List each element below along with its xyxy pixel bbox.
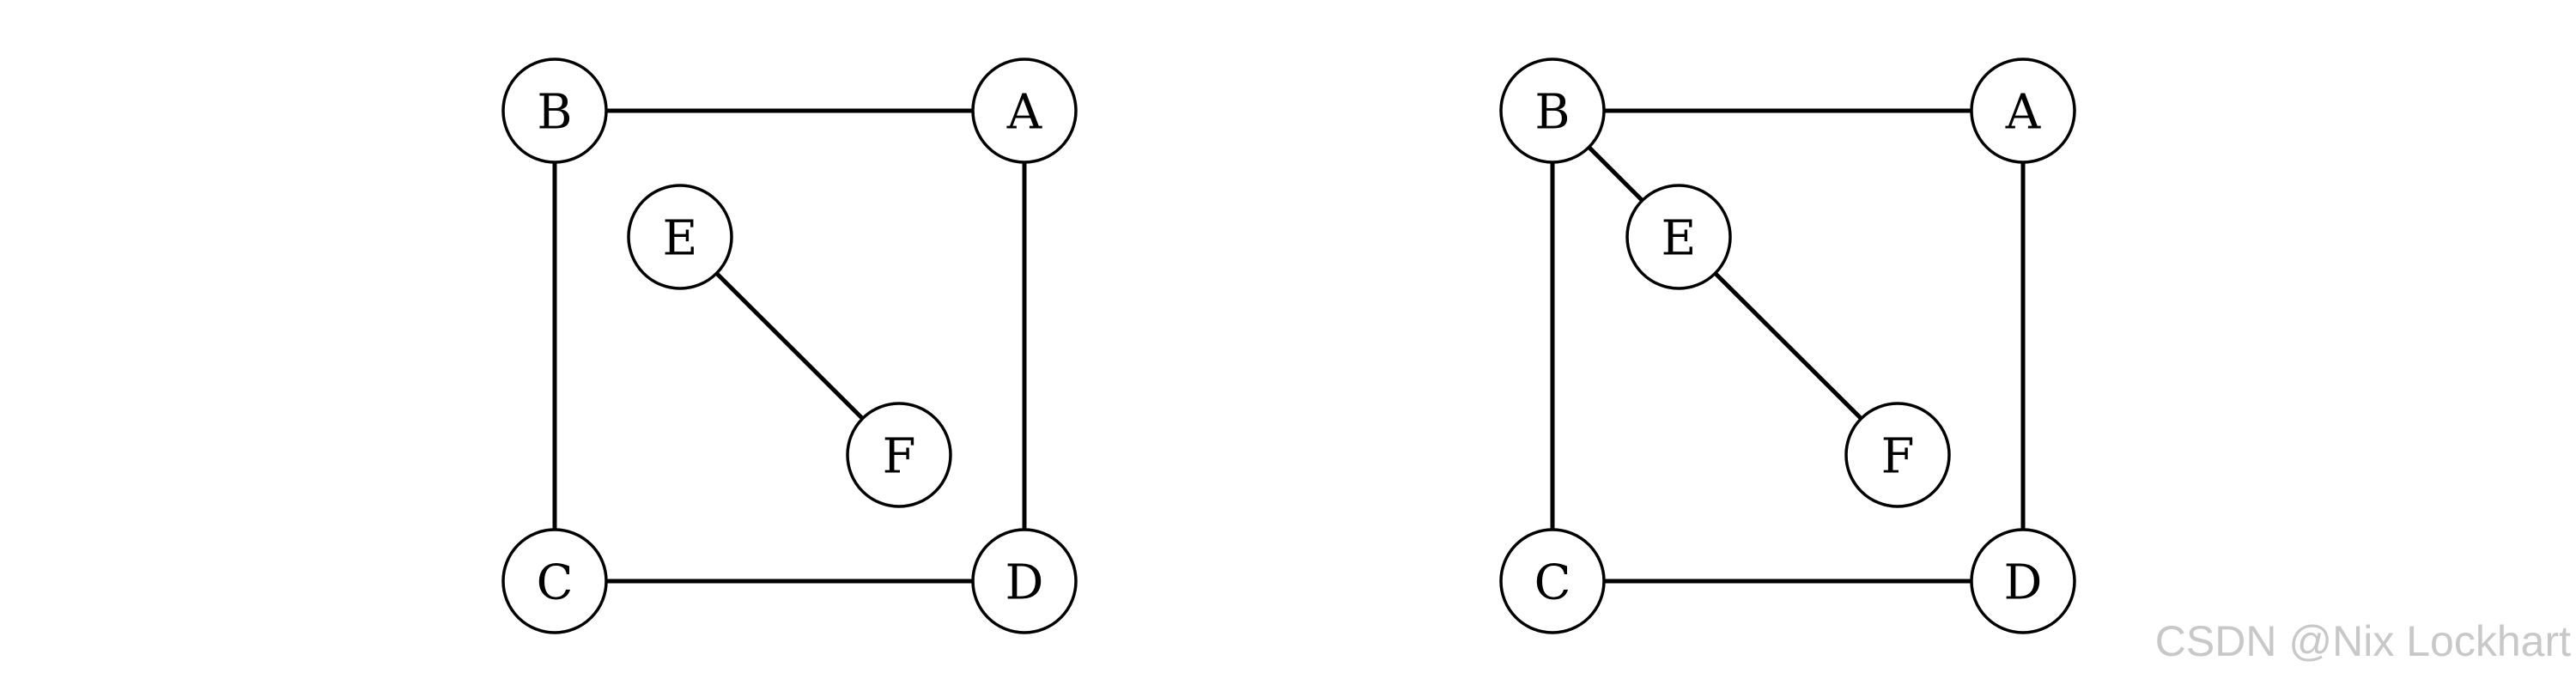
node-circle: [501, 58, 608, 164]
node-circle: [1844, 402, 1951, 508]
node-label: A: [1006, 85, 1042, 141]
node-circle: [1970, 58, 2076, 164]
node-circle: [1970, 528, 2076, 634]
node-circle: [501, 528, 608, 634]
node-label: C: [1534, 555, 1571, 611]
node-c: C: [501, 528, 608, 634]
node-e: E: [1625, 184, 1732, 290]
node-label: B: [537, 85, 572, 141]
node-label: D: [1005, 555, 1044, 611]
node-b: B: [501, 58, 608, 164]
node-b: B: [1499, 58, 1606, 164]
node-label: B: [1534, 85, 1570, 141]
graph-right: A B C D E F: [1499, 58, 2076, 634]
edge-b-e: [1587, 145, 1644, 203]
node-d: D: [1970, 528, 2076, 634]
edge-e-f: [714, 271, 865, 421]
node-d: D: [971, 528, 1078, 634]
node-label: F: [1881, 429, 1915, 485]
node-label: E: [1662, 211, 1697, 267]
node-label: D: [2004, 555, 2043, 611]
node-circle: [971, 528, 1078, 634]
node-a: A: [971, 58, 1078, 164]
watermark-text: CSDN @Nix Lockhart: [2154, 617, 2571, 665]
node-f: F: [846, 402, 952, 508]
node-label: A: [2005, 85, 2041, 141]
node-label: F: [883, 429, 916, 485]
edge-e-f: [1713, 271, 1863, 421]
node-c: C: [1499, 528, 1606, 634]
node-a: A: [1970, 58, 2076, 164]
node-circle: [971, 58, 1078, 164]
node-e: E: [627, 184, 733, 290]
node-circle: [846, 402, 952, 508]
node-circle: [1625, 184, 1732, 290]
node-label: E: [663, 211, 698, 267]
node-circle: [627, 184, 733, 290]
node-circle: [1499, 528, 1606, 634]
graph-left: A B C D E F: [501, 58, 1078, 634]
node-f: F: [1844, 402, 1951, 508]
node-circle: [1499, 58, 1606, 164]
node-label: C: [537, 555, 574, 611]
